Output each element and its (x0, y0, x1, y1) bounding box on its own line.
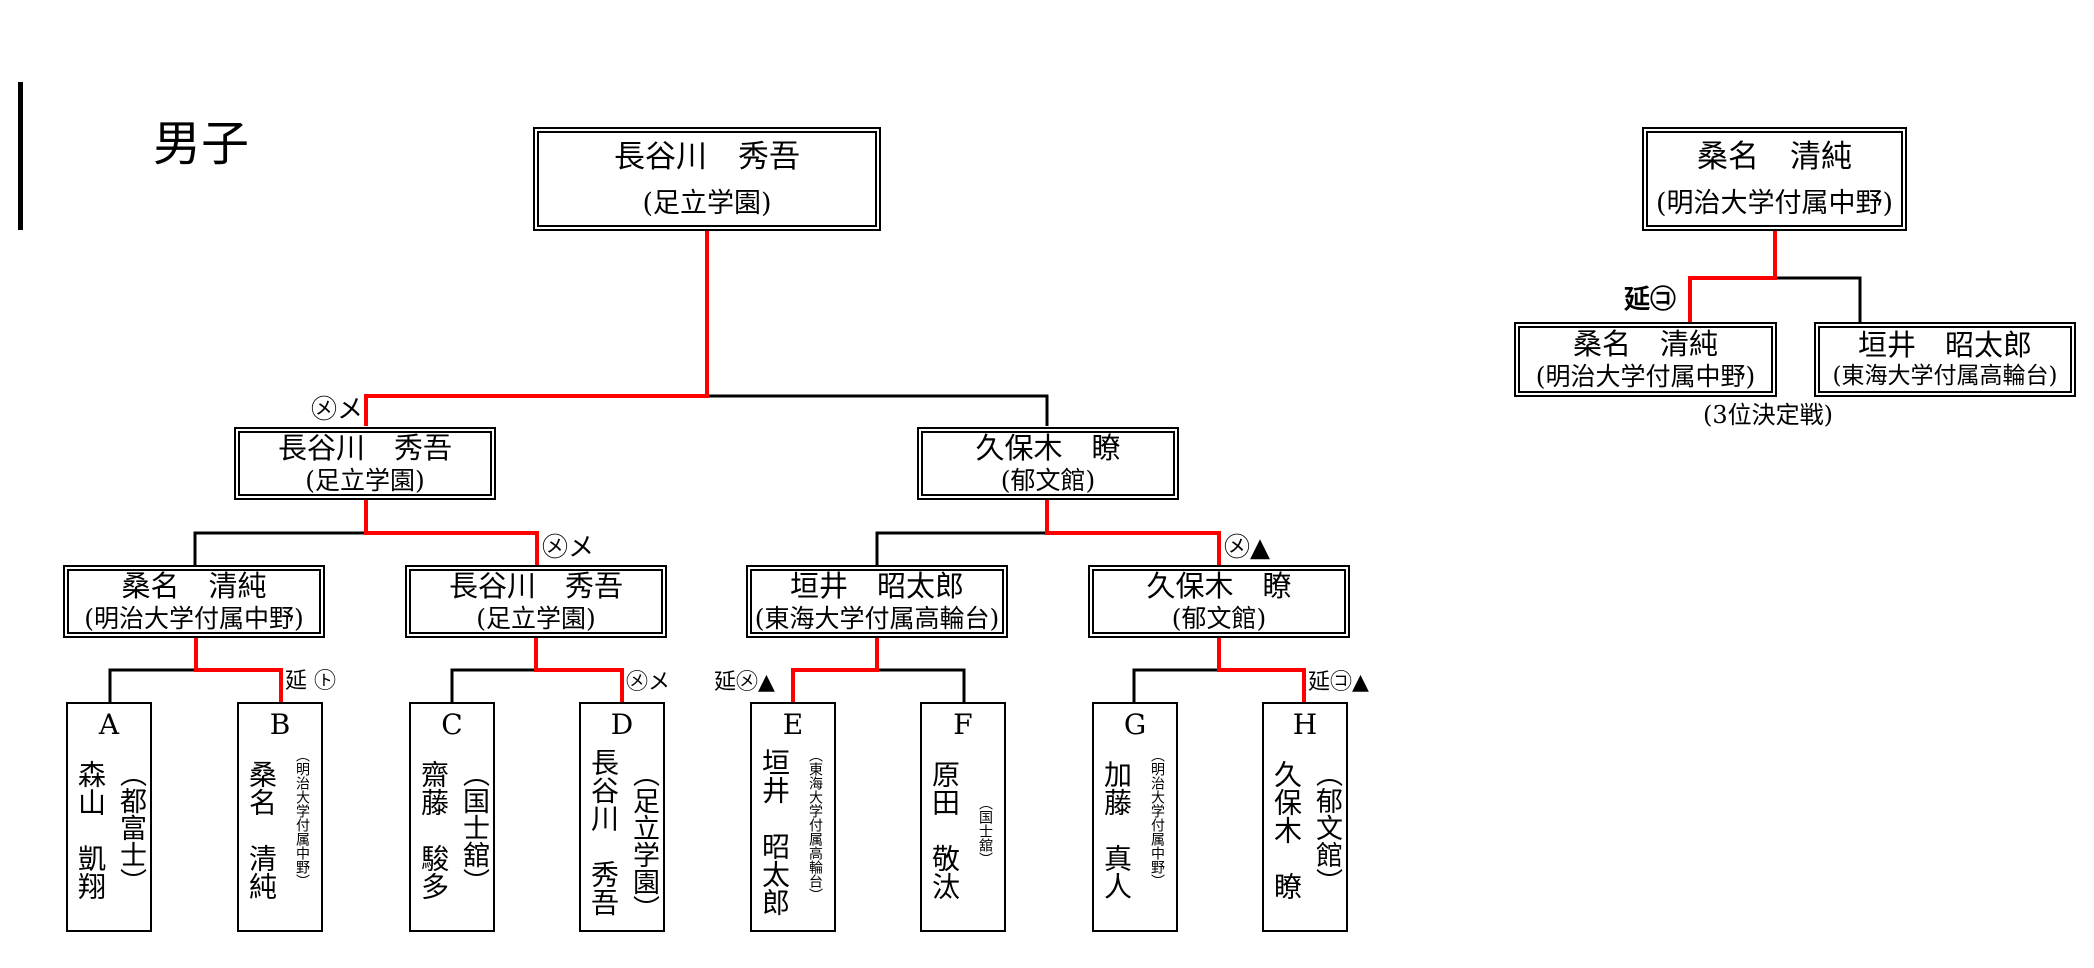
player-name: 森山 凱翔 (74, 760, 107, 900)
player-name: 長谷川 秀吾 (587, 748, 620, 916)
player-school: （都富士） (115, 760, 146, 895)
player-school: （明治大学付属中野） (294, 748, 310, 888)
player-name: 加藤 真人 (1100, 760, 1133, 900)
quarterfinal-name: 久保木 瞭 (1146, 569, 1292, 604)
line-r1-b (194, 636, 283, 702)
quarterfinal-school: (郁文館) (1171, 603, 1267, 633)
player-letter: A (98, 708, 120, 741)
semifinal-school: (郁文館) (1000, 465, 1096, 495)
player-letter: G (1123, 708, 1147, 741)
player-name: 齋藤 駿多 (417, 760, 450, 900)
third-place-left-box: 桑名 清純 (明治大学付属中野) (1514, 322, 1777, 397)
left-accent-bar (18, 82, 23, 230)
player-box-a: A 森山 凱翔 （都富士） (66, 702, 152, 932)
quarterfinal-box: 久保木 瞭 (郁文館) (1088, 565, 1350, 638)
player-box-g: G 加藤 真人 （明治大学付属中野） (1092, 702, 1178, 932)
line-final-left (364, 229, 709, 426)
loser-lines (108, 276, 1862, 702)
player-school: （国士舘） (458, 760, 489, 895)
player-box-d: D 長谷川 秀吾 （足立学園） (579, 702, 665, 932)
quarterfinal-box: 垣井 昭太郎 (東海大学付属高輪台) (746, 565, 1008, 638)
line-r1-h (1217, 636, 1306, 702)
result-mark: 延 ㋣ (285, 669, 336, 694)
player-box-h: H 久保木 瞭 （郁文館） (1262, 702, 1348, 932)
line-third-right (1775, 276, 1862, 322)
third-place-right-name: 垣井 昭太郎 (1857, 328, 2032, 363)
quarterfinal-name: 長谷川 秀吾 (448, 569, 623, 604)
semifinal-school: (足立学園) (305, 465, 425, 495)
quarterfinal-box: 桑名 清純 (明治大学付属中野) (63, 565, 325, 638)
player-school: （国士舘） (977, 796, 993, 866)
result-mark: ㋱▲ (1224, 533, 1270, 563)
third-place-left-school: (明治大学付属中野) (1535, 361, 1756, 391)
player-box-e: E 垣井 昭太郎 （東海大学付属高輪台） (750, 702, 836, 932)
champion-school: (足立学園) (642, 188, 772, 220)
player-school: （足立学園） (628, 760, 659, 922)
result-mark: 延㋙▲ (1308, 670, 1369, 695)
player-name: 久保木 瞭 (1270, 760, 1303, 900)
third-place-label: (3位決定戦) (1703, 401, 1833, 429)
line-semi-right-a (875, 531, 1047, 565)
semifinal-box-right: 久保木 瞭 (郁文館) (917, 427, 1179, 500)
line-semi-right-b (1045, 498, 1221, 565)
result-mark: 延㋙ (1624, 285, 1677, 315)
third-place-right-school: (東海大学付属高輪台) (1832, 363, 2058, 390)
player-name: 原田 敬汰 (928, 760, 961, 900)
line-r1-c (450, 668, 536, 702)
semifinal-box-left: 長谷川 秀吾 (足立学園) (234, 427, 496, 500)
line-semi-left-a (193, 531, 366, 565)
quarterfinal-name: 桑名 清純 (121, 569, 267, 604)
semifinal-name: 久保木 瞭 (975, 431, 1121, 466)
third-place-left-name: 桑名 清純 (1572, 327, 1718, 362)
player-letter: D (610, 708, 634, 741)
player-school: （明治大学付属中野） (1149, 748, 1165, 888)
quarterfinal-school: (東海大学付属高輪台) (754, 603, 1000, 633)
player-box-c: C 齋藤 駿多 （国士舘） (409, 702, 495, 932)
line-final-right (707, 394, 1049, 426)
line-semi-left-b (364, 498, 539, 565)
line-r1-a (108, 668, 196, 702)
line-r1-d (534, 636, 624, 702)
result-mark: 延㋱▲ (714, 670, 775, 695)
player-letter: F (953, 708, 973, 741)
third-place-right-box: 垣井 昭太郎 (東海大学付属高輪台) (1814, 322, 2076, 397)
player-box-b: B 桑名 清純 （明治大学付属中野） (237, 702, 323, 932)
result-mark: ㋱メ (626, 670, 671, 695)
player-letter: H (1292, 708, 1318, 741)
line-third-left (1688, 229, 1777, 322)
quarterfinal-school: (足立学園) (476, 603, 596, 633)
third-place-winner-box: 桑名 清純 (明治大学付属中野) (1642, 127, 1907, 231)
player-name: 垣井 昭太郎 (758, 748, 791, 916)
quarterfinal-school: (明治大学付属中野) (84, 603, 304, 633)
result-mark: ㋱メ (542, 533, 595, 563)
semifinal-name: 長谷川 秀吾 (277, 431, 452, 466)
third-place-winner-school: (明治大学付属中野) (1655, 188, 1894, 220)
player-letter: C (441, 708, 463, 741)
player-letter: B (269, 708, 291, 741)
player-box-f: F 原田 敬汰 （国士舘） (920, 702, 1006, 932)
player-letter: E (782, 708, 804, 741)
line-r1-f (877, 668, 966, 702)
line-r1-e (791, 636, 879, 702)
player-school: （郁文館） (1311, 760, 1342, 895)
winner-lines (194, 229, 1777, 702)
champion-box: 長谷川 秀吾 (足立学園) (533, 127, 881, 231)
page-title: 男子 (153, 116, 250, 172)
result-mark: ㋱メ (311, 395, 364, 425)
third-place-winner-name: 桑名 清純 (1697, 138, 1852, 175)
quarterfinal-name: 垣井 昭太郎 (789, 569, 964, 604)
line-r1-g (1132, 668, 1219, 702)
player-name: 桑名 清純 (245, 760, 278, 900)
quarterfinal-box: 長谷川 秀吾 (足立学園) (405, 565, 667, 638)
player-school: （東海大学付属高輪台） (807, 748, 823, 902)
champion-name: 長谷川 秀吾 (614, 138, 800, 175)
